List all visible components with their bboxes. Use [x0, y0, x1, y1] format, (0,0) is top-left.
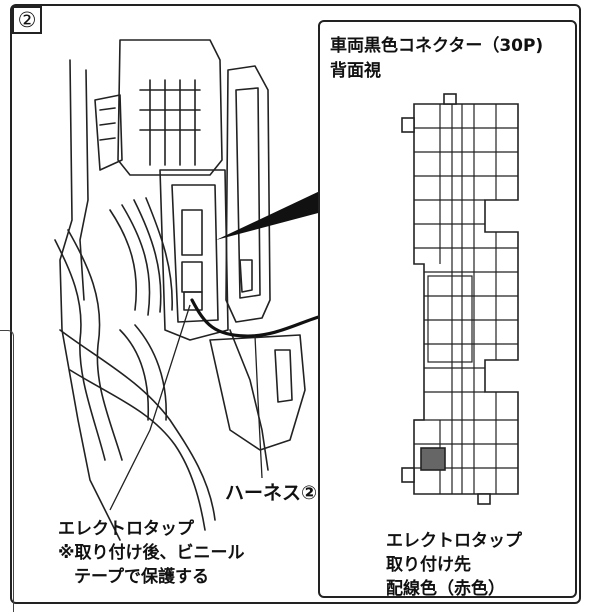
inset-title-line2: 背面視	[330, 61, 381, 81]
leader-electrotap	[109, 304, 191, 511]
highlighted-pin	[420, 447, 446, 471]
dash-panel-outline	[59, 59, 121, 541]
figure-number-badge: ②	[12, 6, 42, 34]
fuse-box-outline	[117, 39, 223, 176]
dash-panel-inner	[79, 69, 89, 301]
inset-title-line1: 車両黒色コネクター（30P)	[330, 36, 544, 56]
target-label-line2: 取り付け先	[386, 555, 471, 575]
bracket-upper	[94, 94, 123, 171]
harness-wire	[190, 298, 324, 338]
leader-harness	[254, 335, 263, 479]
callout-wedge	[216, 190, 322, 240]
adjacent-panel-edge	[0, 330, 14, 612]
electrotap-label-line3: テープで保護する	[74, 567, 209, 587]
electrotap-label-line1: エレクトロタップ	[58, 519, 194, 539]
target-label-line3: 配線色（赤色）	[386, 579, 505, 599]
connector-pin-grid	[414, 104, 518, 494]
connector-outline	[413, 103, 519, 495]
wire-bundle-lower	[59, 329, 216, 521]
wire-bundle-left	[54, 239, 106, 461]
target-label-line1: エレクトロタップ	[386, 531, 522, 551]
lower-bracket	[209, 334, 306, 451]
connector-body	[159, 169, 229, 341]
inset-title: 車両黒色コネクター（30P) 背面視	[330, 34, 575, 84]
figure-frame	[10, 4, 581, 604]
harness-label: ハーネス②	[225, 482, 318, 504]
electrotap-label-line2: ※取り付け後、ビニール	[58, 543, 245, 563]
